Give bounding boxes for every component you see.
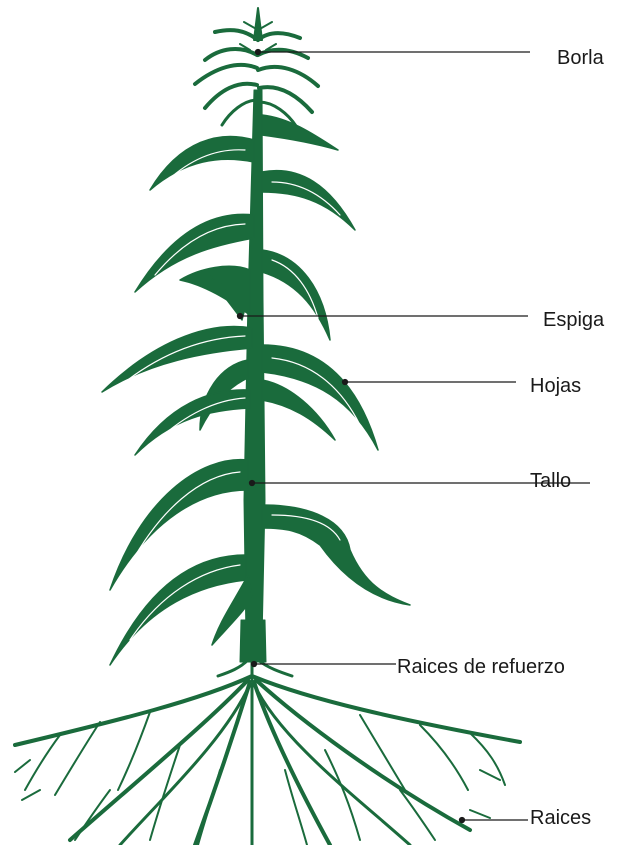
leader-dot-leaves bbox=[341, 378, 349, 386]
label-ear: Espiga bbox=[543, 309, 605, 331]
label-leaves: Hojas bbox=[530, 375, 582, 397]
leaf-veins bbox=[124, 149, 361, 641]
leader-dot-brace-roots bbox=[250, 660, 258, 668]
label-tassel: Borla bbox=[557, 47, 604, 69]
label-brace-roots: Raices de refuerzo bbox=[397, 656, 565, 678]
label-stalk: Tallo bbox=[530, 470, 572, 492]
leader-dot-tassel bbox=[254, 48, 262, 56]
roots bbox=[13, 674, 522, 845]
stalk-base bbox=[239, 619, 267, 663]
ear bbox=[209, 275, 245, 321]
label-roots: Raices bbox=[530, 807, 592, 829]
leader-lines bbox=[236, 48, 590, 824]
leader-dot-roots bbox=[458, 816, 466, 824]
leader-dot-ear bbox=[236, 312, 244, 320]
leader-dot-stalk bbox=[248, 479, 256, 487]
